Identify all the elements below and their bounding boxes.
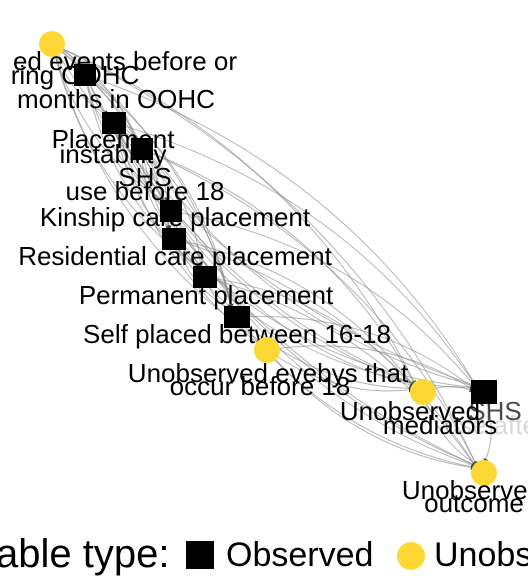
legend-label-unobserved: Unobs bbox=[434, 536, 528, 574]
edge-arrow bbox=[141, 148, 416, 386]
edge-arrow bbox=[141, 148, 478, 467]
edge-arrow bbox=[266, 349, 414, 393]
edge-arrow bbox=[113, 122, 478, 467]
legend: able type: Observed Unobs bbox=[0, 532, 528, 576]
edge-arrow bbox=[170, 210, 476, 388]
edge-arrow bbox=[266, 345, 475, 391]
node-events-before-or-during-oohc: ed events before or ring OOHC bbox=[11, 31, 237, 90]
legend-square-icon bbox=[186, 541, 214, 569]
node-label-line: Unobserved bbox=[402, 475, 528, 505]
node-label-line: outcome bbox=[424, 488, 524, 518]
node-label-line: mediators bbox=[383, 410, 497, 440]
legend-circle-icon bbox=[397, 542, 425, 570]
unobserved-node-marker bbox=[39, 31, 65, 57]
node-shs-use-before-18: SHS use before 18 bbox=[65, 138, 225, 206]
unobserved-node-marker bbox=[471, 460, 497, 486]
unobserved-node-marker bbox=[410, 379, 436, 405]
node-label-line: ed events before or bbox=[13, 46, 237, 76]
node-label-line: months in OOHC bbox=[17, 84, 215, 114]
edge-arrow bbox=[51, 43, 166, 204]
edge-arrow bbox=[84, 74, 477, 387]
node-label-line: Kinship care placement bbox=[40, 202, 311, 232]
observed-node-marker bbox=[193, 266, 217, 288]
node-unobserved-outcome: Unobserved outcome bbox=[402, 460, 528, 518]
node-label-line: Placement bbox=[52, 124, 176, 154]
node-label-line: Self placed between 16-18 bbox=[83, 319, 391, 349]
nodes-layer: ed events before or ring OOHC months in … bbox=[11, 31, 528, 518]
edge-arrow bbox=[173, 238, 415, 388]
node-kinship-care-placement: Kinship care placement bbox=[40, 200, 311, 232]
observed-node-marker bbox=[162, 228, 186, 250]
edge-arrow bbox=[236, 315, 475, 390]
node-label-line: Residential care placement bbox=[18, 241, 332, 271]
node-unobserved-mediators: Unobserved mediators bbox=[340, 379, 497, 440]
edge-arrow bbox=[113, 122, 477, 387]
observed-node-marker bbox=[224, 306, 250, 328]
node-shs-use-after: SHS use after bbox=[444, 380, 528, 440]
node-self-placed-between-16-18: Self placed between 16-18 bbox=[83, 306, 391, 349]
node-label-line: occur before 18 bbox=[170, 371, 351, 401]
edge-arrow bbox=[113, 122, 201, 269]
node-months-in-oohc: months in OOHC bbox=[17, 64, 215, 114]
node-permanent-placement: Permanent placement bbox=[79, 266, 334, 310]
unobserved-node-marker bbox=[254, 337, 280, 363]
node-label-line: Unobserved evebys that bbox=[128, 358, 409, 388]
edge-arrow bbox=[51, 43, 478, 467]
legend-title: able type: bbox=[0, 532, 169, 576]
edge-arrow bbox=[236, 316, 415, 391]
observed-node-marker bbox=[102, 112, 126, 134]
observed-node-marker bbox=[74, 64, 96, 86]
edge-arrow bbox=[141, 148, 203, 269]
node-unobserved-events-before-18: Unobserved evebys that occur before 18 bbox=[128, 337, 409, 401]
edge-arrow bbox=[204, 276, 415, 388]
node-label-line: Permanent placement bbox=[79, 280, 334, 310]
node-label-line: SHS bbox=[118, 162, 171, 192]
edge-arrow bbox=[204, 276, 476, 391]
observed-node-marker bbox=[160, 200, 182, 222]
node-residential-care-placement: Residential care placement bbox=[18, 228, 333, 271]
edge-arrow bbox=[266, 349, 476, 470]
observed-node-marker bbox=[471, 380, 497, 404]
node-placement-instability: Placement instability bbox=[52, 112, 176, 169]
node-label-line: use before 18 bbox=[65, 176, 224, 206]
node-label-line: Unobserved bbox=[340, 396, 480, 426]
edge-arrow bbox=[141, 148, 477, 388]
node-label-line: use after bbox=[444, 410, 528, 440]
node-label-line: SHS bbox=[468, 396, 521, 426]
edge-arrow bbox=[170, 210, 477, 468]
legend-label-observed: Observed bbox=[226, 536, 373, 574]
observed-node-marker bbox=[131, 138, 153, 160]
